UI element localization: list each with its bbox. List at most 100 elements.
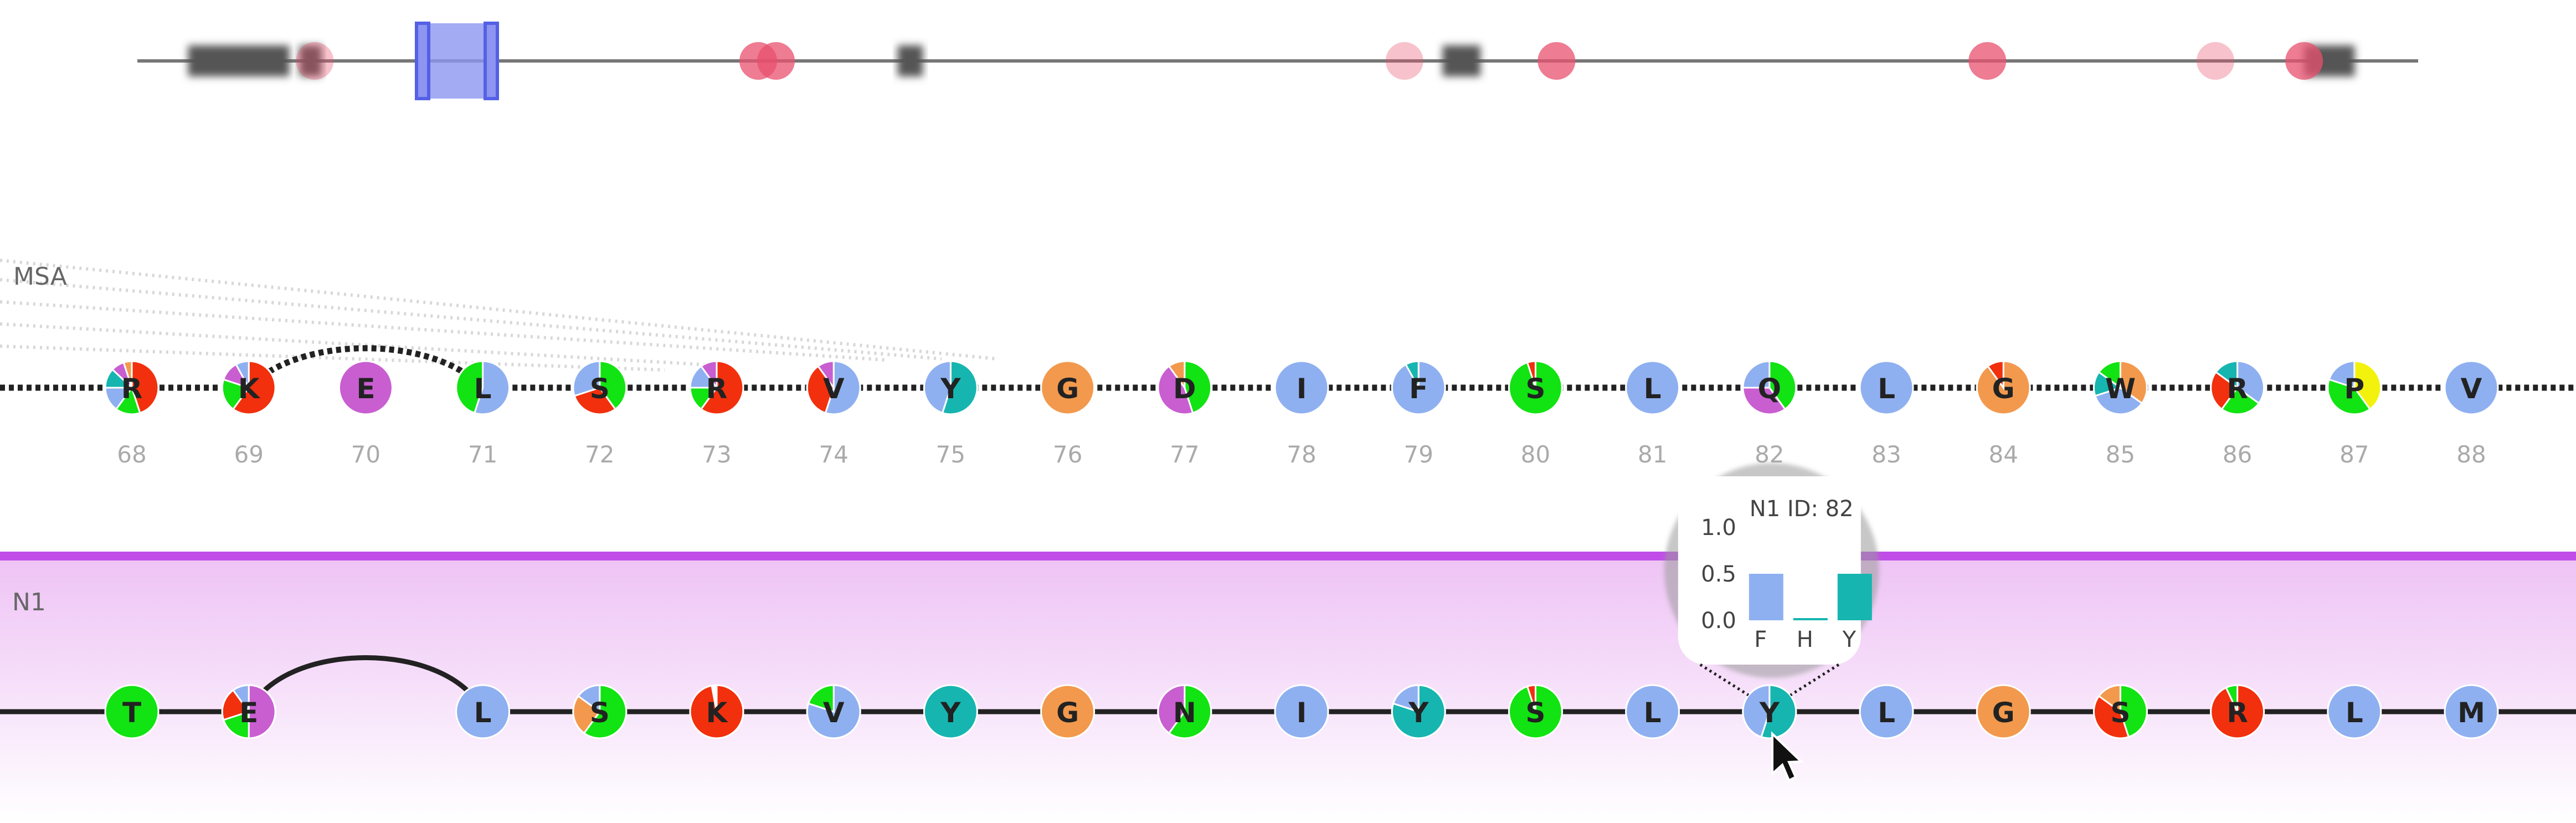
n1-residue[interactable]: G — [1976, 684, 2031, 739]
residue-outline — [1157, 360, 1212, 415]
residue-letter: R — [121, 373, 143, 405]
n1-residue[interactable]: E — [221, 684, 276, 739]
n1-residue[interactable]: Y — [923, 684, 978, 739]
residue-outline — [1976, 360, 2031, 415]
pie-slice — [1977, 685, 2030, 738]
n1-residue[interactable]: I — [1274, 684, 1329, 739]
msa-residue[interactable]: E — [338, 360, 393, 415]
feature-block — [188, 45, 290, 76]
residue-letter: L — [2346, 697, 2363, 729]
msa-residue[interactable]: R — [104, 360, 160, 415]
residue-letter: R — [2227, 697, 2248, 729]
residue-letter: E — [356, 373, 375, 405]
overview-navigator[interactable] — [137, 22, 2418, 100]
residue-letter: K — [706, 697, 729, 729]
residue-outline — [923, 684, 978, 739]
position-label: 80 — [1521, 441, 1550, 468]
residue-letter: Y — [1408, 697, 1429, 729]
residue-outline — [2210, 360, 2265, 415]
msa-residue[interactable]: R — [2210, 360, 2265, 415]
msa-residue[interactable]: L — [1859, 360, 1914, 415]
msa-residue[interactable]: I — [1274, 360, 1329, 415]
n1-residue[interactable]: R — [2210, 684, 2265, 739]
residue-outline — [1625, 360, 1680, 415]
n1-residue[interactable]: S — [1508, 684, 1563, 739]
msa-residue[interactable]: Y — [923, 360, 978, 415]
msa-residue[interactable]: S — [1508, 360, 1563, 415]
residue-letter: S — [590, 697, 610, 729]
position-label: 71 — [468, 441, 497, 468]
msa-residue[interactable]: K — [221, 360, 276, 415]
pie-slice — [1626, 361, 1679, 414]
msa-residue[interactable]: L — [455, 360, 511, 415]
msa-residue[interactable]: L — [1625, 360, 1680, 415]
pie-slice — [1041, 685, 1094, 738]
n1-residue[interactable]: G — [1040, 684, 1096, 739]
position-label: 86 — [2223, 441, 2252, 468]
residue-outline — [2092, 684, 2148, 739]
residue-letter: V — [823, 373, 845, 405]
residue-outline — [1274, 684, 1329, 739]
msa-residue[interactable]: D — [1157, 360, 1212, 415]
residue-letter: F — [1409, 373, 1428, 405]
residue-outline — [1976, 684, 2031, 739]
n1-residue[interactable]: V — [806, 684, 861, 739]
selection-left-handle[interactable] — [415, 22, 430, 100]
n1-residue[interactable]: S — [2092, 684, 2148, 739]
n1-residue[interactable]: S — [572, 684, 628, 739]
msa-track-label: MSA — [13, 263, 67, 291]
residue-outline — [572, 684, 628, 739]
msa-residue[interactable]: S — [572, 360, 628, 415]
residue-letter: I — [1297, 697, 1307, 729]
n1-track-label: N1 — [12, 588, 46, 616]
msa-residue[interactable]: G — [1976, 360, 2031, 415]
n1-residue[interactable]: K — [689, 684, 744, 739]
residue-letter: W — [2105, 373, 2136, 405]
n1-residue[interactable]: M — [2444, 684, 2499, 739]
residue-letter: Y — [940, 373, 961, 405]
n1-residue[interactable]: T — [104, 684, 160, 739]
pie-slice — [1860, 361, 1913, 414]
n1-residue[interactable]: Y — [1391, 684, 1446, 739]
selection-right-handle[interactable] — [484, 22, 499, 100]
tooltip-pointer — [1699, 663, 1840, 697]
tooltip-y-tick: 0.0 — [1701, 608, 1736, 634]
residue-letter: M — [2457, 697, 2485, 729]
position-label: 73 — [702, 441, 731, 468]
n1-residue[interactable]: L — [2327, 684, 2382, 739]
residue-letter: Y — [940, 697, 961, 729]
residue-outline — [572, 360, 628, 415]
n1-residue[interactable]: Y — [1742, 684, 1797, 739]
overview-selection-window[interactable] — [415, 22, 499, 100]
position-label: 79 — [1403, 441, 1433, 468]
residue-outline — [455, 684, 511, 739]
position-label: 85 — [2106, 441, 2135, 468]
msa-residue[interactable]: W — [2092, 360, 2148, 415]
msa-residue[interactable]: R — [689, 360, 744, 415]
residue-letter: T — [122, 697, 141, 729]
msa-residue[interactable]: P — [2327, 360, 2382, 415]
msa-residue[interactable]: Q — [1742, 360, 1797, 415]
n1-residue[interactable]: N — [1157, 684, 1212, 739]
feature-block — [1442, 45, 1481, 76]
tooltip-bar — [1749, 574, 1783, 620]
residue-outline — [2210, 684, 2265, 739]
msa-residue[interactable]: G — [1040, 360, 1096, 415]
msa-residue[interactable]: V — [806, 360, 861, 415]
residue-outline — [1625, 684, 1680, 739]
pie-slice — [1275, 361, 1328, 414]
n1-residue[interactable]: L — [1625, 684, 1680, 739]
n1-residue[interactable]: L — [1859, 684, 1914, 739]
msa-residue[interactable]: V — [2444, 360, 2499, 415]
position-label: 77 — [1170, 441, 1199, 468]
position-label: 74 — [819, 441, 848, 468]
residue-letter: S — [1525, 373, 1545, 405]
residue-letter: L — [474, 373, 492, 405]
variant-marker — [757, 42, 795, 80]
msa-residue[interactable]: F — [1391, 360, 1446, 415]
n1-residue[interactable]: L — [455, 684, 511, 739]
